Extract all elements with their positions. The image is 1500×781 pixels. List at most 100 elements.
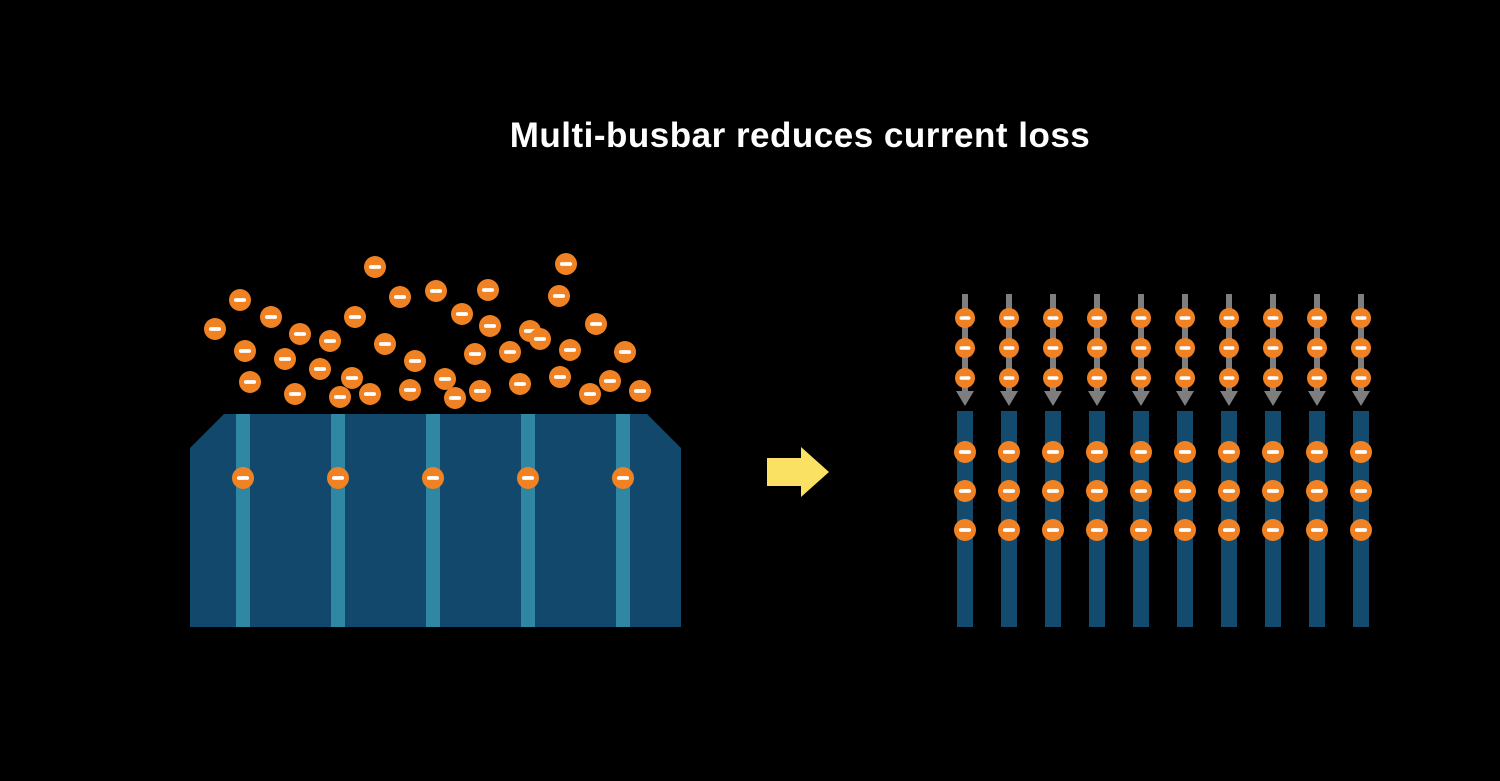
scatter-electron bbox=[614, 341, 636, 363]
minus-icon bbox=[363, 392, 377, 396]
scatter-electron bbox=[389, 286, 411, 308]
scatter-electron bbox=[479, 315, 501, 337]
minus-icon bbox=[1091, 346, 1103, 350]
scatter-electron bbox=[309, 358, 331, 380]
scatter-electron bbox=[559, 339, 581, 361]
minus-icon bbox=[1047, 376, 1059, 380]
bar-electron bbox=[1262, 519, 1284, 541]
minus-icon bbox=[1311, 316, 1323, 320]
bar-electron bbox=[954, 519, 976, 541]
arrow-electron bbox=[1043, 338, 1063, 358]
minus-icon bbox=[1090, 489, 1104, 493]
minus-icon bbox=[1355, 316, 1367, 320]
cell-busbar-electron bbox=[327, 467, 349, 489]
minus-icon bbox=[1223, 316, 1235, 320]
bar-electron bbox=[1350, 480, 1372, 502]
scatter-electron bbox=[234, 340, 256, 362]
minus-icon bbox=[1310, 450, 1324, 454]
minus-icon bbox=[1178, 450, 1192, 454]
arrow-electron bbox=[955, 368, 975, 388]
minus-icon bbox=[243, 380, 257, 384]
minus-icon bbox=[959, 376, 971, 380]
scatter-electron bbox=[464, 343, 486, 365]
minus-icon bbox=[958, 450, 972, 454]
scatter-electron bbox=[239, 371, 261, 393]
arrow-electron bbox=[1219, 338, 1239, 358]
minus-icon bbox=[1266, 528, 1280, 532]
minus-icon bbox=[589, 322, 603, 326]
bar-electron bbox=[1174, 519, 1196, 541]
arrow-electron bbox=[1087, 338, 1107, 358]
minus-icon bbox=[503, 350, 517, 354]
minus-icon bbox=[533, 337, 547, 341]
scatter-electron bbox=[229, 289, 251, 311]
arrow-electron bbox=[1043, 308, 1063, 328]
minus-icon bbox=[1046, 489, 1060, 493]
arrow-electron bbox=[1307, 338, 1327, 358]
minus-icon bbox=[1222, 528, 1236, 532]
minus-icon bbox=[278, 357, 292, 361]
minus-icon bbox=[1002, 528, 1016, 532]
minus-icon bbox=[313, 367, 327, 371]
minus-icon bbox=[1222, 489, 1236, 493]
minus-icon bbox=[616, 476, 630, 480]
bar-electron bbox=[1218, 519, 1240, 541]
minus-icon bbox=[288, 392, 302, 396]
minus-icon bbox=[583, 392, 597, 396]
minus-icon bbox=[408, 359, 422, 363]
bar-electron bbox=[1218, 441, 1240, 463]
minus-icon bbox=[1178, 489, 1192, 493]
arrow-head bbox=[1000, 391, 1018, 406]
minus-icon bbox=[429, 289, 443, 293]
minus-icon bbox=[473, 389, 487, 393]
minus-icon bbox=[1046, 450, 1060, 454]
arrow-electron bbox=[999, 368, 1019, 388]
minus-icon bbox=[521, 476, 535, 480]
arrow-electron bbox=[1219, 368, 1239, 388]
cell-busbar-group bbox=[236, 414, 630, 627]
minus-icon bbox=[438, 377, 452, 381]
minus-icon bbox=[958, 528, 972, 532]
arrow-head bbox=[1044, 391, 1062, 406]
minus-icon bbox=[1090, 528, 1104, 532]
scatter-electron bbox=[341, 367, 363, 389]
page-title: Multi-busbar reduces current loss bbox=[509, 116, 1091, 155]
minus-icon bbox=[481, 288, 495, 292]
minus-icon bbox=[958, 489, 972, 493]
bar-electron bbox=[998, 480, 1020, 502]
arrow-electron bbox=[1087, 368, 1107, 388]
arrow-head bbox=[1220, 391, 1238, 406]
arrow-electron bbox=[1175, 308, 1195, 328]
arrow-electron bbox=[1263, 368, 1283, 388]
bar-electron bbox=[1130, 441, 1152, 463]
minus-icon bbox=[348, 315, 362, 319]
minus-icon bbox=[633, 389, 647, 393]
minus-icon bbox=[1135, 376, 1147, 380]
scatter-electron bbox=[585, 313, 607, 335]
arrow-electron bbox=[1175, 338, 1195, 358]
minus-icon bbox=[1223, 376, 1235, 380]
bar-electron bbox=[1262, 441, 1284, 463]
arrow-electron bbox=[1219, 308, 1239, 328]
minus-icon bbox=[448, 396, 462, 400]
scatter-electron bbox=[284, 383, 306, 405]
transition-arrow bbox=[767, 447, 829, 497]
bar-electron bbox=[1174, 480, 1196, 502]
minus-icon bbox=[1355, 376, 1367, 380]
arrow-electron bbox=[1351, 368, 1371, 388]
scatter-electron bbox=[444, 387, 466, 409]
scatter-electron bbox=[451, 303, 473, 325]
arrow-electron bbox=[999, 338, 1019, 358]
arrow-electron bbox=[1087, 308, 1107, 328]
minus-icon bbox=[333, 395, 347, 399]
minus-icon bbox=[331, 476, 345, 480]
minus-icon bbox=[1091, 316, 1103, 320]
minus-icon bbox=[1354, 528, 1368, 532]
minus-icon bbox=[264, 315, 278, 319]
scatter-electron bbox=[434, 368, 456, 390]
bar-electron bbox=[1042, 519, 1064, 541]
minus-icon bbox=[1090, 450, 1104, 454]
arrow-head bbox=[956, 391, 974, 406]
scatter-electron bbox=[204, 318, 226, 340]
arrow-head bbox=[1352, 391, 1370, 406]
